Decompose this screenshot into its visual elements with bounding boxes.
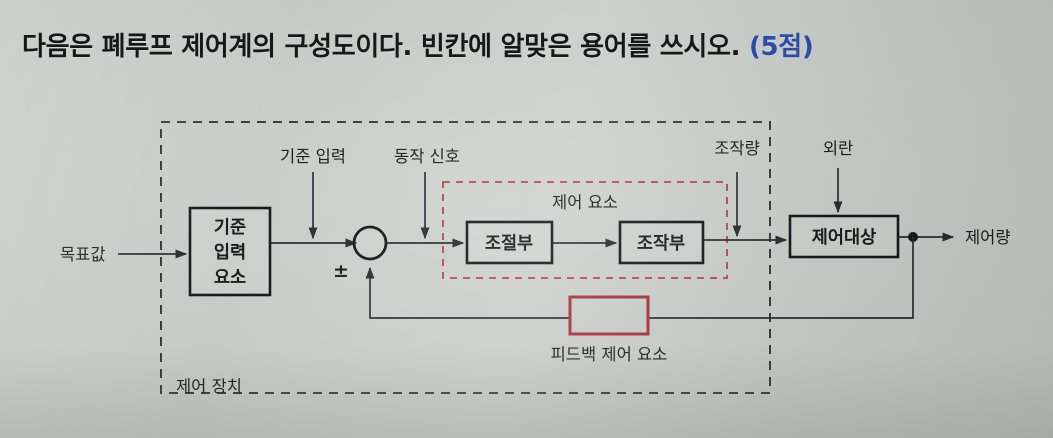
label-setpoint: 목표값	[60, 245, 106, 264]
label-control-elements-group: 제어 요소	[552, 193, 618, 212]
question-text: 다음은 폐루프 제어계의 구성도이다. 빈칸에 알맞은 용어를 쓰시오.	[22, 32, 741, 62]
label-actuating-signal: 동작 신호	[394, 147, 460, 166]
label-disturbance: 외란	[823, 139, 853, 158]
label-controlled-variable-output: 제어량	[965, 228, 1011, 247]
label-controller-unit: 조절부	[485, 233, 533, 254]
label-control-device-group: 제어 장치	[176, 377, 242, 396]
label-reference-input-signal: 기준 입력	[280, 147, 346, 166]
question-prompt: 다음은 폐루프 제어계의 구성도이다. 빈칸에 알맞은 용어를 쓰시오. (5점…	[22, 26, 814, 63]
wire-feedback-return	[648, 237, 914, 319]
label-summing-sign: ±	[333, 260, 349, 282]
block-controller-unit[interactable]	[465, 220, 554, 265]
control-device-dashed-boundary	[160, 121, 771, 394]
block-reference-input-element[interactable]	[188, 206, 272, 297]
label-reference-input-element-line1: 기준	[214, 218, 246, 238]
question-points: (5점)	[748, 32, 814, 62]
label-manipulated-variable: 조작량	[714, 139, 760, 158]
label-actuator-unit: 조작부	[637, 234, 685, 254]
feedback-control-element-blank[interactable]	[568, 295, 650, 336]
label-reference-input-element-line2: 입력	[214, 242, 246, 263]
control-elements-dashed-boundary	[442, 181, 728, 279]
summing-junction[interactable]	[352, 225, 388, 261]
wire-feedback-to-summing	[365, 266, 570, 319]
label-feedback-control-element: 피드백 제어 요소	[551, 345, 668, 364]
label-controlled-object: 제어대상	[812, 228, 876, 248]
label-reference-input-element-line3: 요소	[214, 268, 246, 288]
block-actuator-unit[interactable]	[618, 220, 705, 265]
block-controlled-object[interactable]	[788, 214, 900, 259]
